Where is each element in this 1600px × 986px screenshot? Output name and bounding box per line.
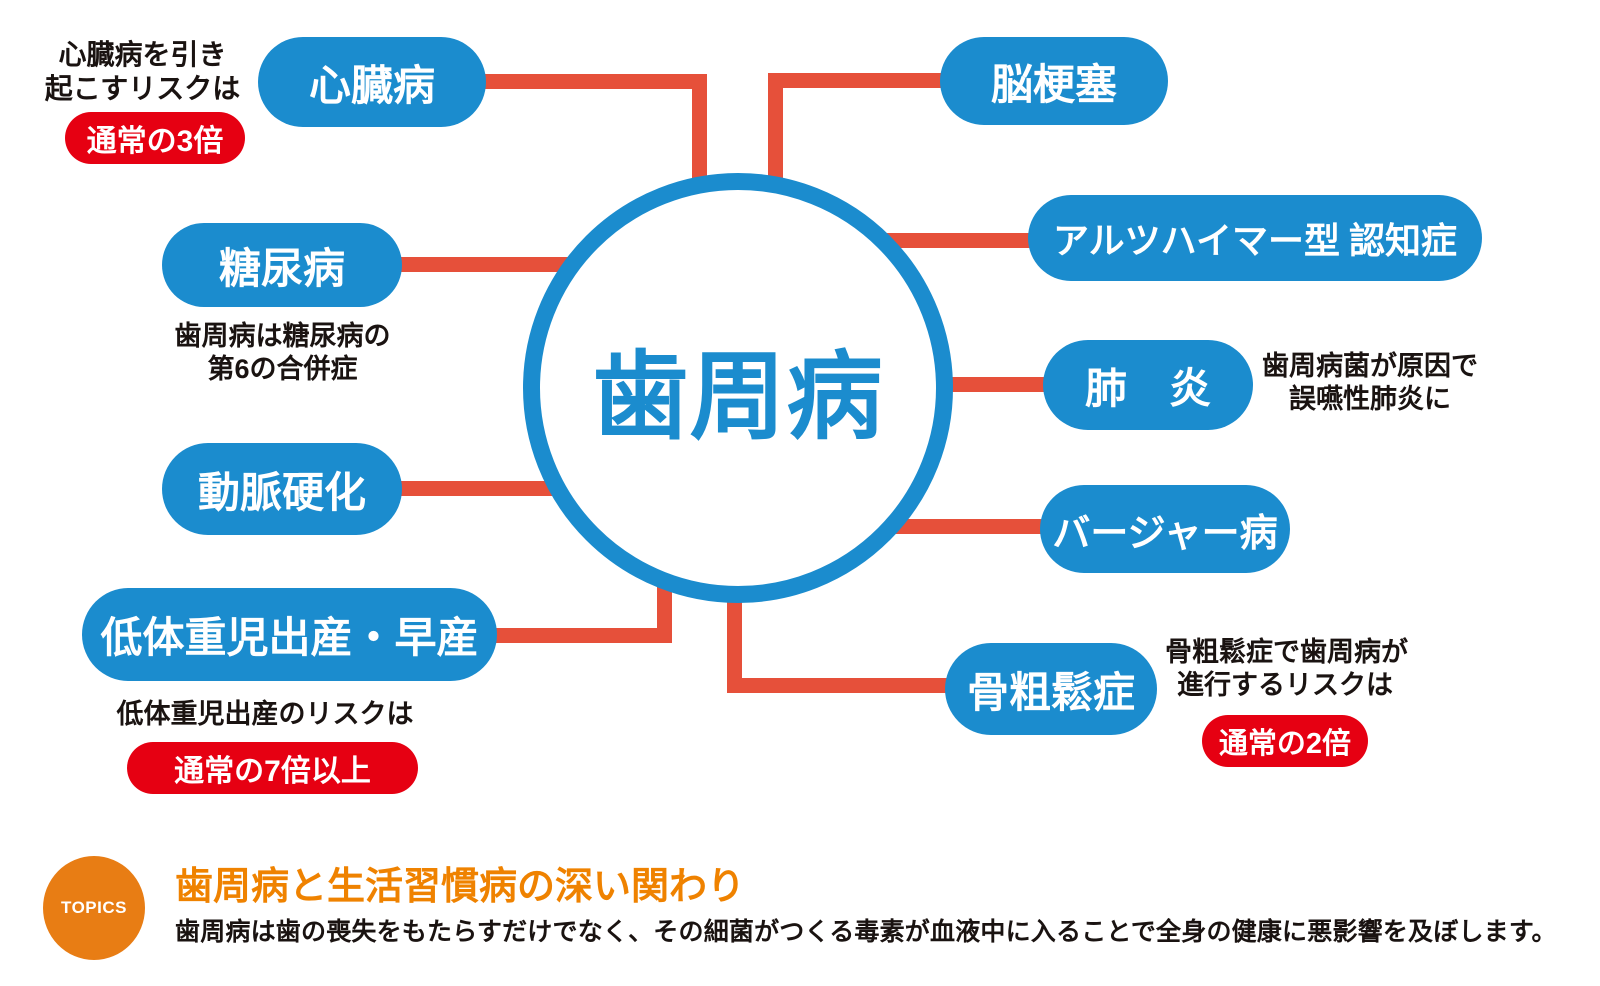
risk-badge-osteoporosis-2x: 通常の2倍 <box>1202 715 1368 767</box>
pill-label: アルツハイマー型 認知症 <box>1053 221 1457 261</box>
pill-label: 肺 炎 <box>1084 366 1211 413</box>
connector-birth-vertical <box>657 583 672 643</box>
risk-badge-heart-3x: 通常の3倍 <box>65 112 245 164</box>
connector-brain-vertical <box>768 73 783 186</box>
disease-pill-buerger-disease: バージャー病 <box>1040 485 1290 573</box>
connector-osteoporosis-vertical <box>727 593 742 693</box>
disease-pill-alzheimer-dementia: アルツハイマー型 認知症 <box>1028 195 1482 281</box>
disease-pill-osteoporosis: 骨粗鬆症 <box>945 643 1157 735</box>
note-line: 第6の合併症 <box>207 354 358 384</box>
note-line: 誤嚥性肺炎に <box>1289 384 1451 414</box>
center-node-periodontal-disease: 歯周病 <box>523 173 953 603</box>
badge-label: 通常の7倍以上 <box>174 755 371 788</box>
topics-badge-label: TOPICS <box>61 898 127 917</box>
badge-label: 通常の3倍 <box>86 125 224 158</box>
pill-label: 糖尿病 <box>218 246 345 293</box>
connector-birth-horizontal <box>480 628 672 643</box>
note-pneumonia-cause: 歯周病菌が原因で 誤嚥性肺炎に <box>1255 350 1485 416</box>
pill-label: 動脈硬化 <box>197 470 366 517</box>
connector-brain-horizontal <box>768 73 960 88</box>
note-birth-risk: 低体重児出産のリスクは <box>110 698 420 731</box>
note-line: 歯周病菌が原因で <box>1262 351 1478 381</box>
disease-pill-cerebral-infarction: 脳梗塞 <box>940 37 1168 125</box>
disease-pill-arteriosclerosis: 動脈硬化 <box>162 443 402 535</box>
note-heart-risk: 心臓病を引き 起こすリスクは <box>35 38 250 106</box>
note-osteoporosis-risk: 骨粗鬆症で歯周病が 進行するリスクは <box>1165 636 1408 702</box>
connector-alzheimer <box>865 233 1040 248</box>
disease-pill-pneumonia: 肺 炎 <box>1043 340 1253 430</box>
risk-badge-birth-7x: 通常の7倍以上 <box>127 742 418 794</box>
topics-heading: 歯周病と生活習慣病の深い関わり <box>175 866 746 908</box>
disease-pill-diabetes: 糖尿病 <box>162 223 402 307</box>
pill-label: 低体重児出産・早産 <box>100 616 479 662</box>
badge-label: 通常の2倍 <box>1218 728 1352 760</box>
pill-label: バージャー病 <box>1052 512 1278 555</box>
note-line: 歯周病は糖尿病の <box>174 321 391 351</box>
note-line: 進行するリスクは <box>1177 670 1393 700</box>
connector-diabetes <box>390 257 580 272</box>
connector-arteriosclerosis <box>390 481 575 496</box>
disease-pill-heart-disease: 心臓病 <box>258 37 486 127</box>
center-node-label: 歯周病 <box>592 343 884 451</box>
connector-osteoporosis-horizontal <box>727 678 960 693</box>
note-diabetes-complication: 歯周病は糖尿病の 第6の合併症 <box>150 320 415 386</box>
topics-body-text: 歯周病は歯の喪失をもたらすだけでなく、その細菌がつくる毒素が血液中に入ることで全… <box>175 918 1557 946</box>
topics-badge: TOPICS <box>43 856 145 960</box>
disease-pill-low-birth-weight: 低体重児出産・早産 <box>82 588 497 681</box>
connector-buerger <box>865 519 1052 534</box>
note-line: 起こすリスクは <box>44 73 241 104</box>
pill-label: 骨粗鬆症 <box>966 670 1135 717</box>
note-line: 心臓病を引き <box>58 39 227 70</box>
note-line: 低体重児出産のリスクは <box>116 699 414 729</box>
note-line: 骨粗鬆症で歯周病が <box>1165 637 1408 667</box>
connector-heart-vertical <box>692 74 707 186</box>
connector-heart-horizontal <box>470 74 707 89</box>
connector-pneumonia <box>920 377 1055 392</box>
pill-label: 心臓病 <box>308 63 435 110</box>
pill-label: 脳梗塞 <box>990 62 1117 109</box>
